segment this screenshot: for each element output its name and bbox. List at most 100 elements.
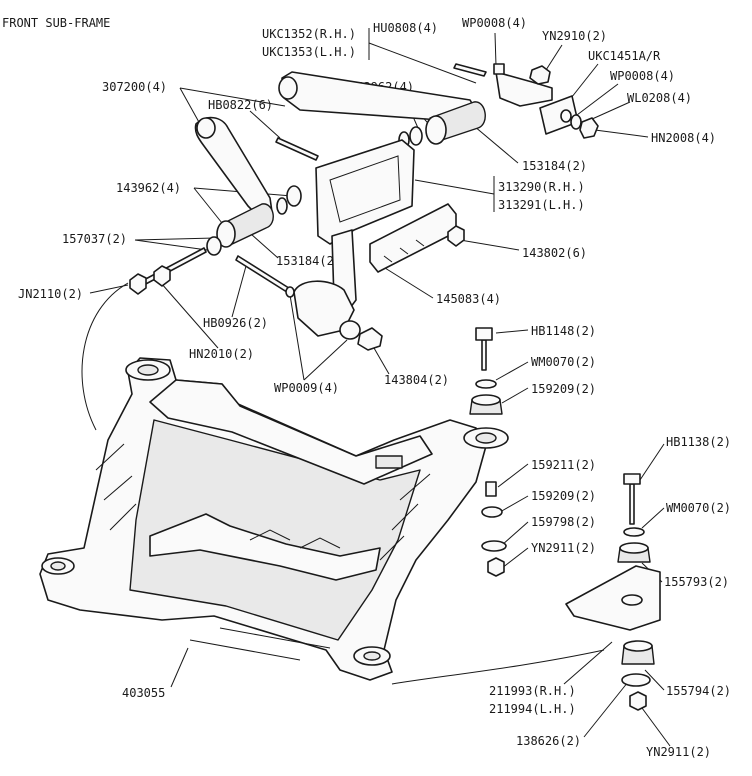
bolt-hb1148-head	[475, 327, 493, 341]
nut-yn2911-a	[487, 557, 505, 577]
bolt-hu0808	[453, 63, 487, 77]
upper-mount-assembly	[129, 63, 599, 351]
label-145083: 145083(4)	[436, 292, 501, 306]
label-hn2008: HN2008(4)	[651, 131, 716, 145]
label-143962-left: 143962(4)	[116, 181, 181, 195]
front-rail-bracket	[375, 455, 403, 469]
pad-right-hole	[363, 651, 381, 661]
nut-hn2008	[579, 117, 599, 139]
label-157037: 157037(2)	[62, 232, 127, 246]
bolt-hb1138-head	[623, 473, 641, 485]
label-159209-b: 159209(2)	[531, 489, 596, 503]
washer-143962-left-a	[286, 185, 302, 207]
sweep-line-bottom-right	[391, 649, 605, 685]
bolt-hb1148-shank	[481, 339, 487, 371]
bush-face-right	[425, 115, 447, 145]
washer-157037	[206, 236, 222, 256]
subframe-shading-bottom	[189, 627, 331, 661]
label-153184-mid: 153184(2)	[276, 254, 341, 268]
label-yn2911-a: YN2911(2)	[531, 541, 596, 555]
label-211994: 211994(L.H.)	[489, 702, 576, 716]
bush-159209-a-top	[471, 394, 501, 406]
tower-left-hole	[137, 364, 159, 376]
label-wl0208: WL0208(4)	[627, 91, 692, 105]
label-159209-a: 159209(2)	[531, 382, 596, 396]
label-hb0822: HB0822(6)	[208, 98, 273, 112]
subframe-front-rail	[149, 379, 433, 485]
washer-wp0008-top	[493, 63, 505, 75]
label-wp0008-right: WP0008(4)	[610, 69, 675, 83]
nut-yn2911-b	[629, 691, 647, 711]
pad-left-hole	[50, 561, 66, 571]
nut-143804	[357, 327, 383, 351]
subframe-shading-left	[95, 443, 137, 531]
subframe-403055	[39, 357, 509, 681]
label-hb0926: HB0926(2)	[203, 316, 268, 330]
lower-mount-eye	[339, 320, 361, 340]
label-155793: 155793(2)	[664, 575, 729, 589]
label-wp0008-top: WP0008(4)	[462, 16, 527, 30]
nut-jn2110	[129, 273, 147, 295]
label-403055: 403055	[122, 686, 165, 700]
label-wm0070-b: WM0070(2)	[666, 501, 731, 515]
label-313290: 313290(R.H.)	[498, 180, 585, 194]
washer-159798	[481, 540, 507, 552]
label-159798: 159798(2)	[531, 515, 596, 529]
subframe-shading-right	[379, 473, 431, 561]
label-hu0808: HU0808(4)	[373, 21, 438, 35]
bracket-face	[329, 155, 401, 223]
label-211993: 211993(R.H.)	[489, 684, 576, 698]
label-143804: 143804(2)	[384, 373, 449, 387]
bracket-313290	[315, 139, 415, 245]
washer-wp0008-right	[560, 109, 572, 123]
label-ukc1451: UKC1451A/R	[588, 49, 661, 63]
label-307200: 307200(4)	[102, 80, 167, 94]
shim-slots	[383, 239, 425, 263]
callout-labels: FRONT SUB-FRAME UKC1352(R.H.) UKC1353(L.…	[2, 16, 731, 759]
label-ukc1353: UKC1353(L.H.)	[262, 45, 356, 59]
right-mount-stack-upper	[469, 327, 507, 577]
right-mount-stack-lower	[565, 473, 661, 711]
bolt-hb0822	[275, 137, 319, 161]
label-yn2910: YN2910(2)	[542, 29, 607, 43]
sweep-line-left	[81, 282, 129, 431]
washer-wm0070-a	[475, 379, 497, 389]
diagram-title: FRONT SUB-FRAME	[2, 16, 110, 30]
washer-143962-top-a	[409, 126, 423, 146]
label-ukc1352: UKC1352(R.H.)	[262, 27, 356, 41]
subframe-cross-beam	[149, 513, 381, 581]
bracket-211993-hole	[621, 594, 643, 606]
label-hb1148: HB1148(2)	[531, 324, 596, 338]
label-155794: 155794(2)	[666, 684, 731, 698]
label-wm0070-a: WM0070(2)	[531, 355, 596, 369]
bush-face-mid	[216, 220, 236, 248]
label-yn2911-b: YN2911(2)	[646, 745, 711, 759]
washer-138626	[621, 673, 651, 687]
bush-155794-top	[623, 640, 653, 652]
nut-yn2910	[529, 65, 551, 85]
label-159211: 159211(2)	[531, 458, 596, 472]
label-wp0009: WP0009(4)	[274, 381, 339, 395]
assembly-sweep-lines	[81, 282, 605, 685]
label-143802: 143802(6)	[522, 246, 587, 260]
bush-155793-top	[619, 542, 649, 554]
label-hb1138: HB1138(2)	[666, 435, 731, 449]
upper-link-eye	[278, 76, 298, 100]
spacer-159211	[485, 481, 497, 497]
cross-beam-ribs	[249, 529, 341, 549]
lower-mount-block	[293, 280, 355, 337]
tower-right-hole	[475, 432, 497, 444]
stud-157037	[139, 247, 207, 287]
nut-hn2010	[153, 265, 171, 287]
washer-wp0009	[285, 286, 295, 298]
label-153184-right: 153184(2)	[522, 159, 587, 173]
label-hn2010: HN2010(2)	[189, 347, 254, 361]
label-313291: 313291(L.H.)	[498, 198, 585, 212]
bracket-211993	[565, 565, 661, 631]
washer-143962-left-b	[276, 197, 288, 215]
washer-wm0070-b	[623, 527, 645, 537]
washer-wl0208	[570, 114, 582, 130]
bush-159209-b	[481, 506, 503, 518]
